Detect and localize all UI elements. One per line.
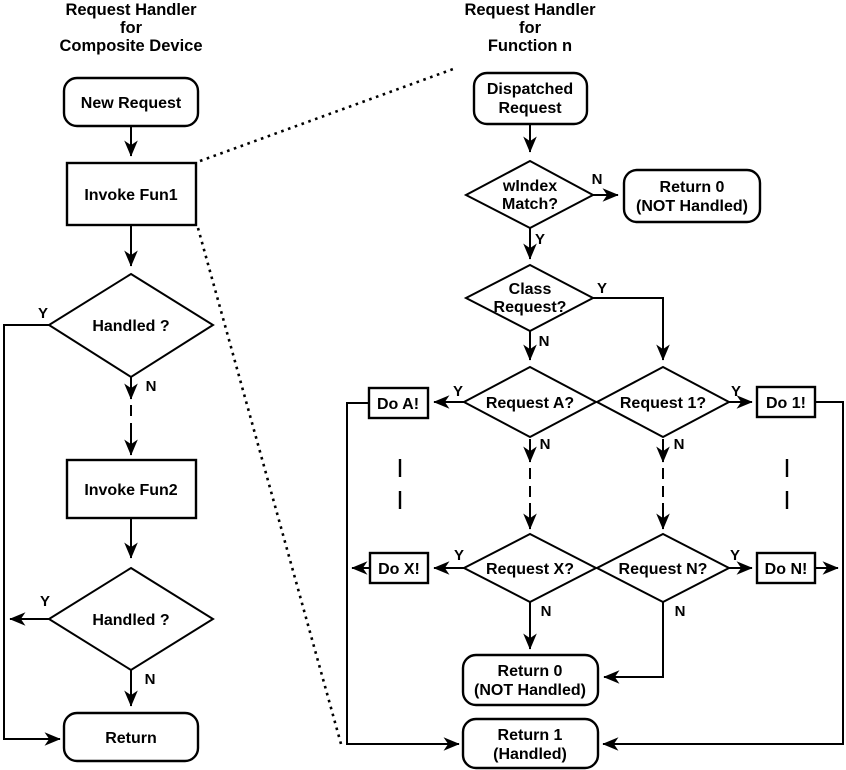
node-return1-label-2: (Handled) (493, 746, 567, 763)
label-handled1-no: N (146, 378, 157, 395)
node-return0-bottom-label-2: (NOT Handled) (474, 682, 586, 699)
node-request-x-label: Request X? (486, 561, 574, 578)
label-handled2-yes: Y (40, 593, 50, 610)
node-return0-top-shape (622, 168, 762, 224)
node-handled1-label: Handled ? (92, 318, 169, 335)
node-class-request-shape (463, 263, 596, 333)
label-request-1-yes: Y (731, 383, 741, 400)
node-return-label: Return (105, 730, 157, 747)
label-request-x-yes: Y (454, 547, 464, 564)
node-dispatched-request-label-1: Dispatched (487, 81, 573, 98)
right-title-line-1: Request Handler (464, 1, 596, 19)
node-request-1-shape (594, 365, 732, 439)
label-class-no: N (539, 333, 550, 350)
right-title-line-3: Function n (488, 37, 572, 55)
node-dispatched-request-label-2: Request (498, 100, 562, 117)
label-handled1-yes: Y (38, 305, 48, 322)
zoom-connector-bottom-line (196, 227, 343, 745)
node-new-request-label: New Request (81, 95, 182, 112)
node-return0-top-label-1: Return 0 (660, 179, 725, 196)
label-request-a-no: N (540, 436, 551, 453)
left-title-line-1: Request Handler (65, 1, 197, 19)
node-do-1-label: Do 1! (766, 395, 806, 412)
edge-do-1-rail-to-return1 (602, 401, 844, 751)
node-class-request-label-1: Class (509, 281, 552, 298)
node-windex-match-label-2: Match? (502, 196, 558, 213)
label-request-a-yes: Y (453, 383, 463, 400)
edge-request-n-no-to-return0 (603, 602, 664, 684)
node-request-n-label: Request N? (619, 561, 708, 578)
label-handled2-no: N (145, 671, 156, 688)
node-return0-bottom-label-1: Return 0 (498, 663, 563, 680)
node-do-n-label: Do N! (765, 561, 808, 578)
label-request-x-no: N (541, 603, 552, 620)
label-request-n-yes: Y (730, 547, 740, 564)
node-return1-label-1: Return 1 (498, 727, 563, 744)
node-do-a-label: Do A! (377, 396, 419, 413)
label-class-yes: Y (597, 280, 607, 297)
node-windex-match-label-1: wIndex (502, 178, 557, 195)
edge-do-a-rail-to-return1 (346, 402, 460, 751)
label-windex-yes: Y (535, 231, 545, 248)
right-title-line-2: for (519, 19, 542, 37)
node-return-shape (62, 711, 200, 763)
node-request-1-label: Request 1? (620, 395, 706, 412)
right-flowchart: Request Handler for Function n Dispatche… (346, 1, 844, 770)
node-return0-top-label-2: (NOT Handled) (636, 198, 748, 215)
node-request-a-label: Request A? (486, 395, 574, 412)
node-do-x-label: Do X! (378, 561, 420, 578)
node-class-request-label-2: Request? (494, 299, 567, 316)
node-invoke-fun2-label: Invoke Fun2 (84, 482, 177, 499)
node-do-x-shape (368, 551, 430, 585)
node-do-a-shape (367, 386, 430, 420)
edge-class-yes-to-request-1 (593, 297, 670, 361)
left-title-line-2: for (120, 19, 143, 37)
left-title-line-3: Composite Device (59, 37, 202, 55)
label-request-n-no: N (675, 603, 686, 620)
node-handled2-label: Handled ? (92, 612, 169, 629)
node-request-a-shape (461, 365, 599, 439)
label-request-1-no: N (674, 436, 685, 453)
node-invoke-fun1-shape (65, 161, 198, 227)
left-flowchart: Request Handler for Composite Device New… (3, 1, 215, 763)
edge-handled1-yes-rail-to-return (3, 324, 61, 746)
node-invoke-fun1-label: Invoke Fun1 (84, 187, 177, 204)
zoom-connector-top-line (199, 66, 457, 163)
node-do-1-shape (755, 385, 817, 419)
node-return0-bottom-shape (461, 653, 600, 707)
label-windex-no: N (592, 171, 603, 188)
node-return1-shape (461, 717, 600, 770)
